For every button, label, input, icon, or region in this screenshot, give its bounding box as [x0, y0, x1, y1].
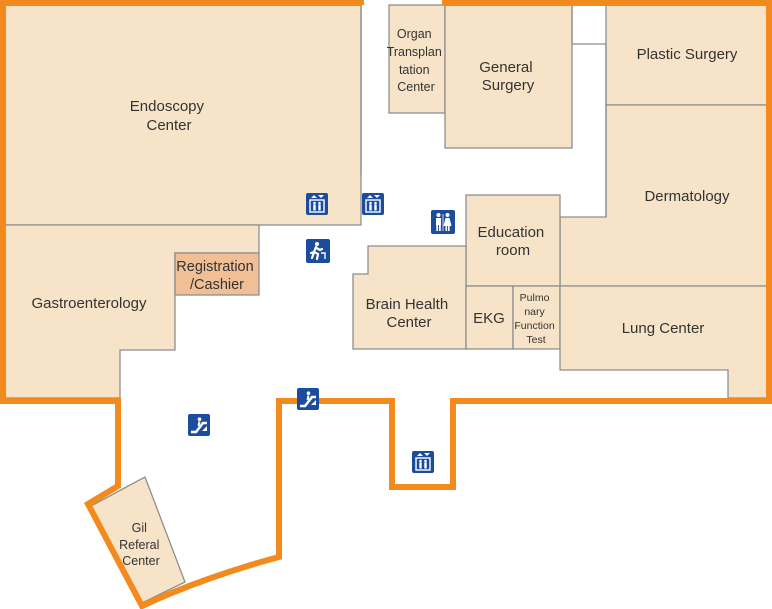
label-pulmonary-function-test: Pulmo nary Function Test [514, 292, 557, 346]
room-ekg[interactable] [465, 285, 514, 350]
label-gil-referal-center: Gil Referal Center [119, 521, 163, 568]
restroom-icon[interactable] [431, 210, 455, 234]
label-endoscopy-center: Endoscopy Center [130, 98, 208, 134]
label-lung-center: Lung Center [622, 320, 705, 337]
room-endoscopy-center[interactable] [4, 4, 362, 226]
label-plastic-surgery: Plastic Surgery [637, 46, 738, 63]
room-lung-center[interactable] [559, 285, 769, 399]
label-gastroenterology: Gastroenterology [31, 295, 147, 312]
elevator-icon[interactable] [411, 450, 435, 474]
elevator-icon[interactable] [305, 192, 329, 216]
label-brain-health-center: Brain Health Center [366, 296, 453, 331]
label-education-room: Education room [478, 224, 549, 259]
room-registration-cashier[interactable] [174, 252, 260, 296]
room-organ-transplantation-center[interactable] [388, 4, 446, 114]
label-general-surgery: General Surgery [479, 59, 537, 94]
elevator-icon[interactable] [361, 192, 385, 216]
label-ekg: EKG [473, 310, 505, 327]
label-registration-cashier: Registration /Cashier [176, 259, 257, 293]
escalator-icon[interactable] [295, 386, 321, 412]
label-dermatology: Dermatology [644, 188, 730, 205]
corridor-lines [360, 5, 607, 217]
room-pulmonary-function-test[interactable] [512, 285, 561, 350]
room-brain-health-center[interactable] [352, 245, 467, 350]
emergency-exit-icon[interactable] [306, 239, 330, 263]
room-general-surgery[interactable] [444, 4, 573, 149]
escalator-icon[interactable] [186, 412, 212, 438]
room-labels: Endoscopy Center Gastroenterology Regist… [31, 27, 737, 568]
label-organ-transplantation-center: Organ Transplan tation Center [387, 27, 446, 94]
